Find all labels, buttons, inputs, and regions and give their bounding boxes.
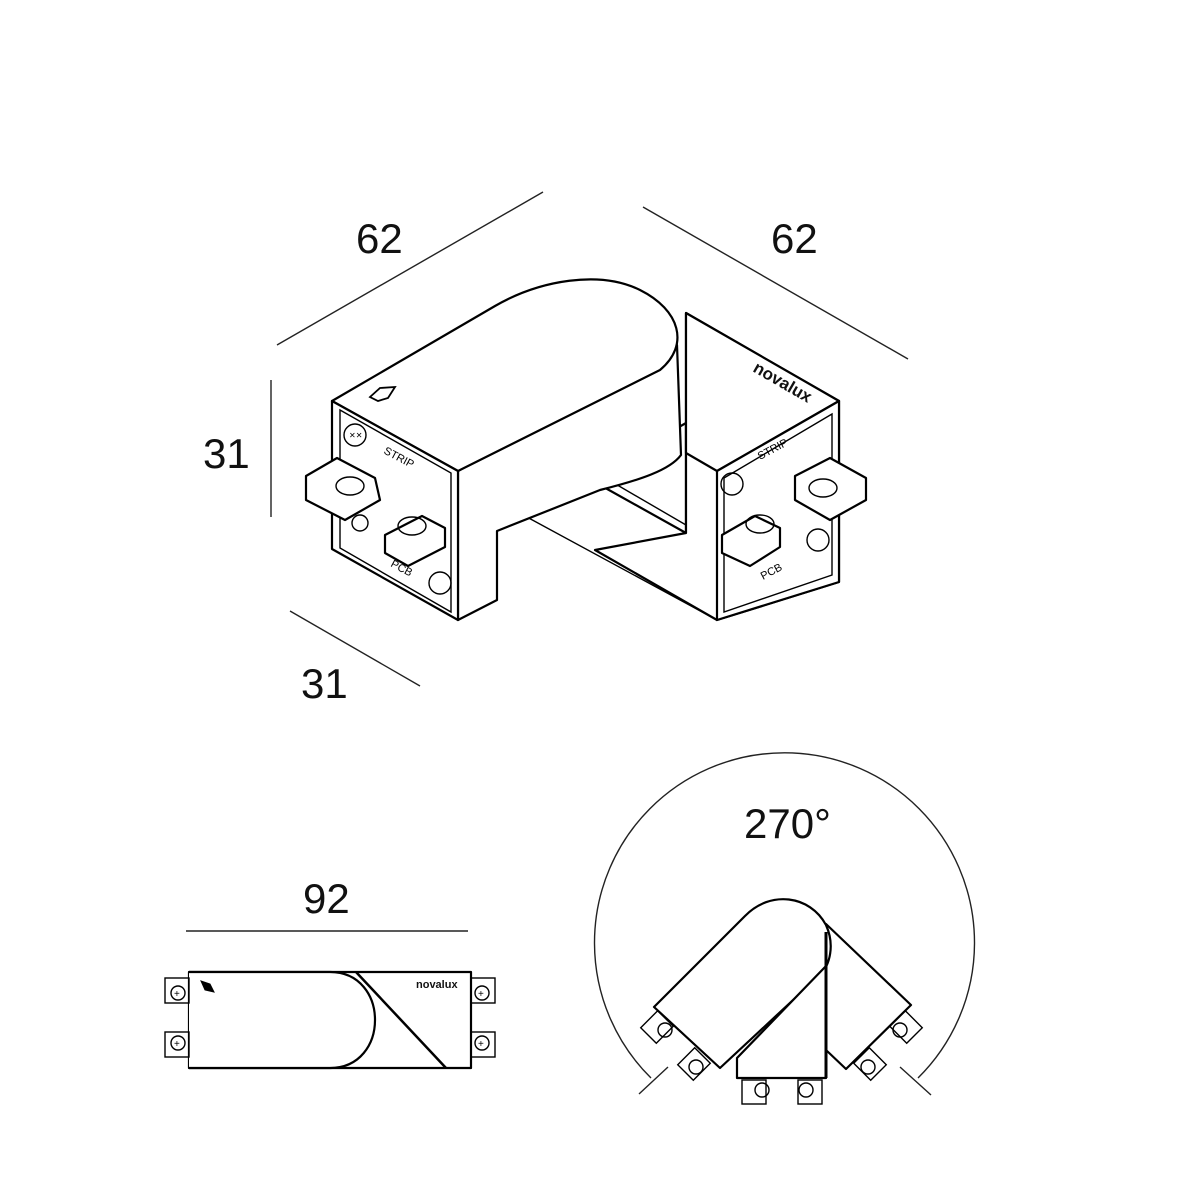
top-view-rounded-end — [189, 970, 376, 1070]
rotation-arc — [593, 752, 976, 1079]
dim-label-depth: 31 — [301, 660, 348, 707]
rotation-clips — [639, 1009, 924, 1105]
svg-text:+: + — [478, 989, 484, 1000]
left-arm — [330, 278, 683, 622]
svg-text:+: + — [174, 989, 180, 1000]
dim-label-top-view-length: 92 — [303, 875, 350, 922]
top-view-clips: + + + + — [164, 977, 496, 1058]
screw-mark: ✕✕ — [349, 431, 362, 440]
top-view: novalux + + + + — [164, 930, 496, 1070]
svg-text:+: + — [478, 1039, 484, 1050]
dim-label-length-right: 62 — [771, 215, 818, 262]
brand-text-top: novalux — [416, 979, 458, 991]
terminal-block-left: ✕✕ STRIP PCB — [304, 423, 452, 595]
rotation-right-arm — [824, 922, 913, 1071]
dim-line-length-right — [642, 206, 909, 360]
logo-mark-left — [368, 385, 397, 402]
dim-label-length-left: 62 — [356, 215, 403, 262]
rotation-view — [593, 752, 976, 1105]
rotation-angle-label: 270° — [744, 800, 831, 847]
dim-label-height: 31 — [203, 430, 250, 477]
svg-text:+: + — [174, 1039, 180, 1050]
logo-mark-top — [200, 980, 215, 993]
dim-line-length-left — [276, 191, 544, 346]
isometric-view: novalux ✕✕ STRIP PCB — [270, 191, 909, 687]
dim-line-depth — [289, 610, 421, 687]
